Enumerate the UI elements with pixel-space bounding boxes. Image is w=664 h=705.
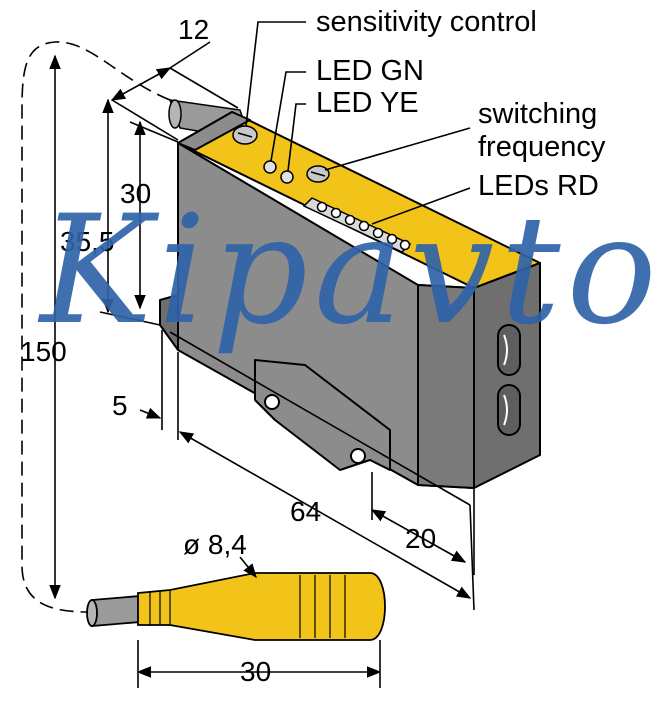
led-ye-indicator: [280, 170, 294, 184]
callout-sensitivity-control: sensitivity control: [316, 6, 537, 38]
dim-length: 64: [290, 496, 322, 527]
dim-foot: 5: [112, 390, 128, 421]
connector-body: [137, 572, 386, 641]
mounting-foot: [159, 294, 179, 351]
dim-height-30: 30: [120, 178, 152, 209]
dim-top-width: 12: [178, 14, 210, 45]
dim-diameter: ø 8,4: [183, 529, 247, 560]
dim-connector-length: 30: [240, 656, 272, 687]
callout-leds-rd: LEDs RD: [478, 170, 599, 202]
led-gn-indicator: [263, 160, 277, 174]
dimension-lines: [49, 41, 475, 688]
top-controls: [232, 125, 412, 253]
dim-cable-length: 150: [20, 336, 67, 367]
mounting-slot: [497, 324, 521, 376]
dim-depth: 20: [405, 523, 437, 554]
callout-led-ye: LED YE: [316, 87, 419, 119]
connector-cable: [86, 572, 386, 641]
callout-frequency: frequency: [478, 131, 606, 163]
callout-leaders: [245, 21, 471, 225]
mounting-slot: [497, 384, 521, 436]
callout-led-gn: LED GN: [316, 55, 424, 87]
cable-path-dashed: [21, 41, 171, 613]
watermark: Kipavto: [40, 184, 663, 358]
dim-height-35-5: 35,5: [60, 226, 115, 257]
callout-switching: switching: [478, 98, 598, 130]
